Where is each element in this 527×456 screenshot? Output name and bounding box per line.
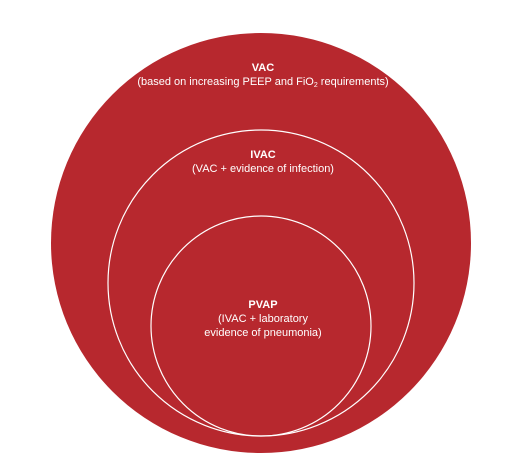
ivac-title: IVAC bbox=[250, 149, 276, 161]
vac-circle bbox=[51, 33, 471, 453]
vac-subtitle: (based on increasing PEEP and FiO2 requi… bbox=[137, 76, 389, 89]
pvap-line-2: evidence of pneumonia) bbox=[204, 327, 322, 339]
vac-title: VAC bbox=[251, 62, 275, 74]
vac-label: VAC (based on increasing PEEP and FiO2 r… bbox=[98, 61, 428, 89]
ivac-label: IVAC (VAC + evidence of infection) bbox=[138, 148, 388, 176]
ivac-subtitle: (VAC + evidence of infection) bbox=[192, 163, 334, 175]
pvap-circle bbox=[150, 215, 372, 437]
pvap-label: PVAP (IVAC + laboratory evidence of pneu… bbox=[168, 298, 358, 340]
pvap-line-1: (IVAC + laboratory bbox=[218, 313, 308, 325]
pvap-title: PVAP bbox=[248, 299, 278, 311]
